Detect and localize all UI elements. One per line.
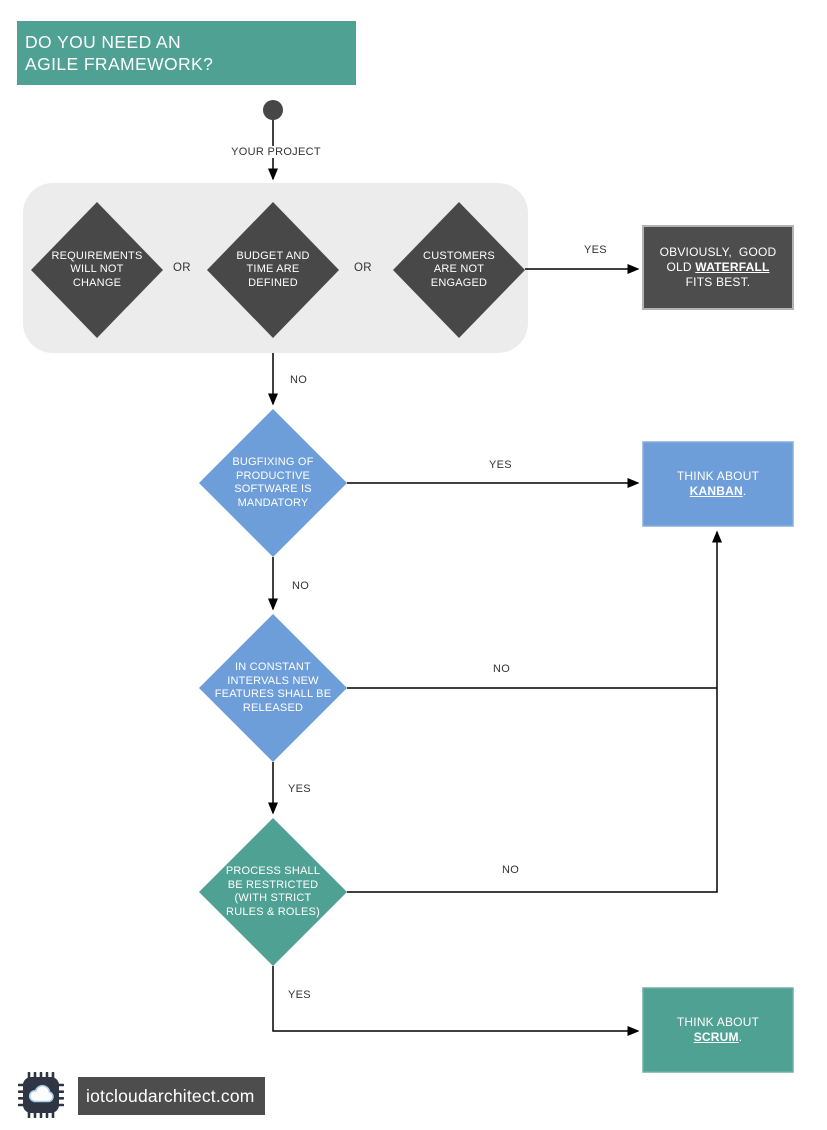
diamond-budget <box>207 202 339 338</box>
page-title-line1: DO YOU NEED AN <box>25 32 182 52</box>
edge-label-yes-kanban: YES <box>489 459 512 471</box>
result-scrum-box <box>642 987 794 1073</box>
edge-label-no-bugfixing: NO <box>290 374 308 386</box>
diamond-requirements <box>31 202 163 338</box>
diamond-customers <box>393 202 525 338</box>
footer-domain-text: iotcloudarchitect.com <box>86 1085 255 1106</box>
edge-label-no-intervals: NO <box>292 580 310 592</box>
or-label-1: OR <box>173 262 191 274</box>
footer-domain-box: iotcloudarchitect.com <box>78 1077 265 1115</box>
diamond-intervals <box>199 614 347 762</box>
result-waterfall-box <box>642 225 794 310</box>
connector-process-to-scrum <box>272 966 640 1036</box>
edge-label-no-intervals-junction: NO <box>493 663 511 675</box>
chip-cloud-icon <box>18 1072 64 1118</box>
edge-label-yes-waterfall: YES <box>584 244 607 256</box>
start-node <box>263 100 283 120</box>
page-title: DO YOU NEED AN AGILE FRAMEWORK? <box>17 21 356 85</box>
diamond-bugfixing <box>199 409 347 557</box>
edge-label-no-process-junction: NO <box>502 864 520 876</box>
cloud-icon <box>28 1084 54 1103</box>
edge-label-yes-scrum: YES <box>288 989 311 1001</box>
connectors-layer <box>268 120 722 1036</box>
result-kanban-box <box>642 441 794 527</box>
connector-process-junction-to-kanban <box>347 530 722 893</box>
diamond-process <box>199 818 347 966</box>
edge-label-your-project: YOUR PROJECT <box>213 146 339 158</box>
edge-label-yes-process: YES <box>288 783 311 795</box>
page-title-line2: AGILE FRAMEWORK? <box>25 54 214 74</box>
chip-pins <box>18 1072 64 1118</box>
or-label-2: OR <box>354 262 372 274</box>
